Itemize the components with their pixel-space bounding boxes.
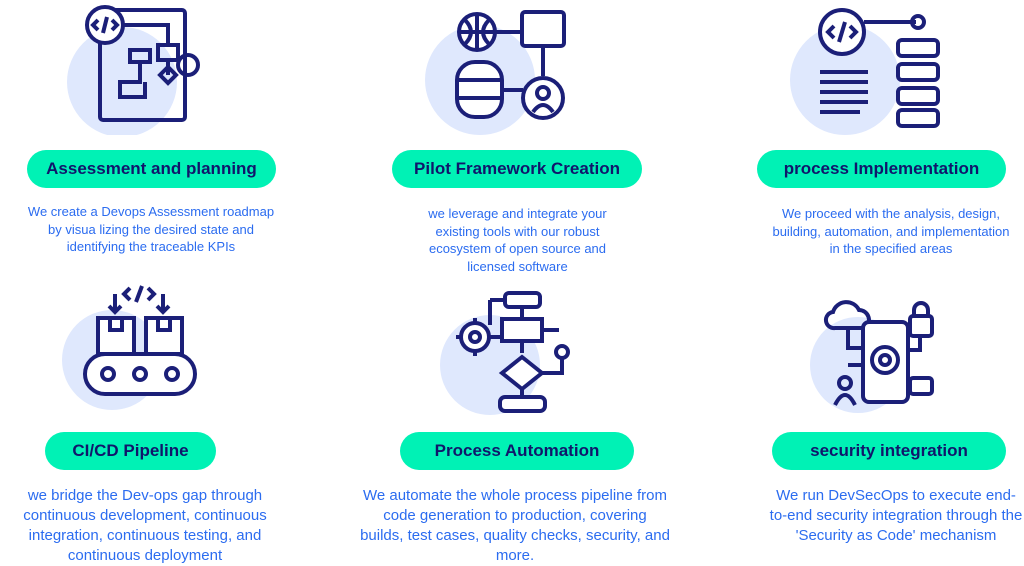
item-title-pill: Process Automation [400, 432, 634, 470]
database-network-icon [425, 10, 566, 135]
item-description: We run DevSecOps to execute end-to-end s… [769, 487, 1023, 544]
item-description: We automate the whole process pipeline f… [360, 487, 670, 564]
item-title-pill: security integration [772, 432, 1006, 470]
item-description: We proceed with the analysis, design, bu… [772, 206, 1010, 256]
item-description: we leverage and integrate your existing … [428, 206, 607, 274]
code-server-icon [790, 8, 940, 135]
automation-flow-icon [440, 291, 570, 415]
item-title-pill: Assessment and planning [27, 150, 276, 188]
item-description: We create a Devops Assessment roadmap by… [27, 204, 275, 254]
conveyor-belt-icon [62, 285, 197, 410]
item-description: we bridge the Dev-ops gap through contin… [23, 487, 267, 564]
item-title-pill: process Implementation [757, 150, 1006, 188]
item-title-pill: Pilot Framework Creation [392, 150, 642, 188]
flowchart-code-icon [67, 5, 200, 135]
mobile-security-icon [810, 300, 934, 413]
item-title-pill: CI/CD Pipeline [45, 432, 216, 470]
